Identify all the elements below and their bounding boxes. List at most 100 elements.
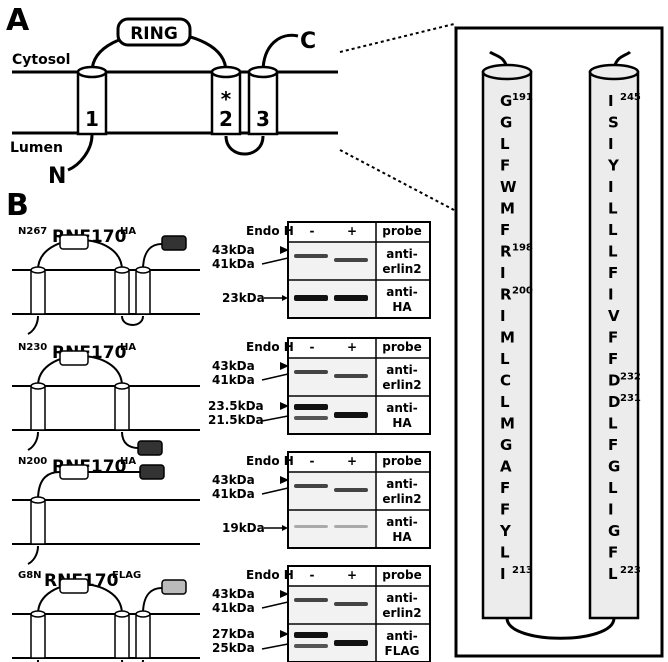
construct-tag: HA [120,456,136,467]
residue-number: 232 [620,372,641,383]
n-terminus-label: N [48,164,66,189]
tm-2-label: 2 [219,107,233,131]
probe-top-line1: anti- [386,591,417,605]
tm-cylinder [136,614,150,658]
residue-letter: F [608,436,618,454]
residue-letter: L [608,565,618,583]
residue-letter: I [500,307,506,325]
marker-arrow-line [262,258,288,264]
residue-letter: G [608,522,620,540]
tm-cylinder [31,500,45,544]
band-erlin2-plus [334,374,368,378]
n-terminal-tail [68,135,92,170]
residue-letter: M [500,200,515,218]
tm-cylinder [31,614,45,658]
residue-letter: L [608,415,618,433]
residue-number: 223 [620,565,641,576]
probe-header: probe [382,224,421,238]
residue-letter: I [608,501,614,519]
tm-cylinder-cap [115,383,129,389]
probe-top-line1: anti- [386,363,417,377]
residue-letter: F [608,329,618,347]
marker-arrow-line [262,644,288,649]
marker-bottom-lower: 25kDa [212,641,255,655]
marker-bottom-upper: 27kDa [212,627,255,641]
marker-top-lower: 41kDa [212,487,255,501]
band-erlin2-minus [294,484,328,488]
zoom-line-bottom [340,150,454,210]
residue-number: 231 [620,393,641,404]
residue-letter: F [608,544,618,562]
tm-helix-1: 1 [78,67,106,134]
marker-top-lower: 41kDa [212,601,255,615]
n-terminal-tail [28,546,38,564]
residue-letter: C [500,372,511,390]
construct-prefix: N200 [18,456,47,467]
ring-domain-label: RING [130,24,178,44]
residue-letter: I [608,92,614,110]
residue-letter: L [500,135,510,153]
panel-b-rows: N267RNF170HAEndo H-+probeanti-erlin2anti… [12,222,430,662]
ring-domain-box [60,235,88,249]
probe-top-line2: erlin2 [382,378,421,392]
tm-cylinder-cap [31,497,45,503]
endo-h-label: Endo H [246,340,294,354]
epitope-tag-box [162,236,186,250]
construct-tag: FLAG [112,570,141,581]
tm-cylinder [115,270,129,314]
band-erlin2-plus [334,488,368,492]
marker-arrow-line [262,374,288,380]
construct-tag: HA [120,342,136,353]
residue-letter: I [608,178,614,196]
lane-plus-label: + [347,568,357,582]
marker-top-upper: 43kDa [212,473,255,487]
lumenal-tail [122,432,138,448]
probe-header: probe [382,568,421,582]
probe-bottom-line2: HA [392,416,412,430]
zoom-line-top [340,24,454,52]
tm-cylinder-cap [115,611,129,617]
residue-number: 200 [512,286,533,297]
residue-letter: I [608,135,614,153]
probe-bottom-line2: HA [392,300,412,314]
residue-letter: Y [499,522,512,540]
band-erlin2-plus [334,258,368,262]
tm-1-label: 1 [85,107,99,131]
residue-letter: L [608,200,618,218]
construct-tag: HA [120,226,136,237]
probe-top-line2: erlin2 [382,492,421,506]
residue-letter: R [500,243,512,261]
marker-arrow-line [262,602,288,608]
band-bottom-plus [334,412,368,418]
epitope-tag-box [138,441,162,455]
marker-bottom: 23kDa [222,291,265,305]
marker-top-lower: 41kDa [212,373,255,387]
ring-domain-box [60,351,88,365]
residue-letter: L [608,221,618,239]
probe-bottom-line2: FLAG [385,644,420,658]
ring-domain-box [60,579,88,593]
probe-top-line1: anti- [386,247,417,261]
lane-plus-label: + [347,224,357,238]
cytosol-label: Cytosol [12,52,70,68]
residue-letter: G [500,92,512,110]
band-bottom-minus-upper [294,632,328,638]
tm-cylinder-cap [31,383,45,389]
band-bottom-plus [334,640,368,646]
residue-letter: M [500,415,515,433]
residue-letter: V [608,307,620,325]
band-bottom-minus [294,295,328,301]
residue-number: 213 [512,565,533,576]
tm-cylinder [31,386,45,430]
construct-prefix: N230 [18,342,47,353]
residue-letter: I [608,286,614,304]
residue-letter: F [500,501,510,519]
residue-letter: A [500,458,512,476]
residue-letter: F [500,479,510,497]
residue-letter: L [500,544,510,562]
tm-cylinder [115,614,129,658]
band-bottom-plus [334,525,368,528]
